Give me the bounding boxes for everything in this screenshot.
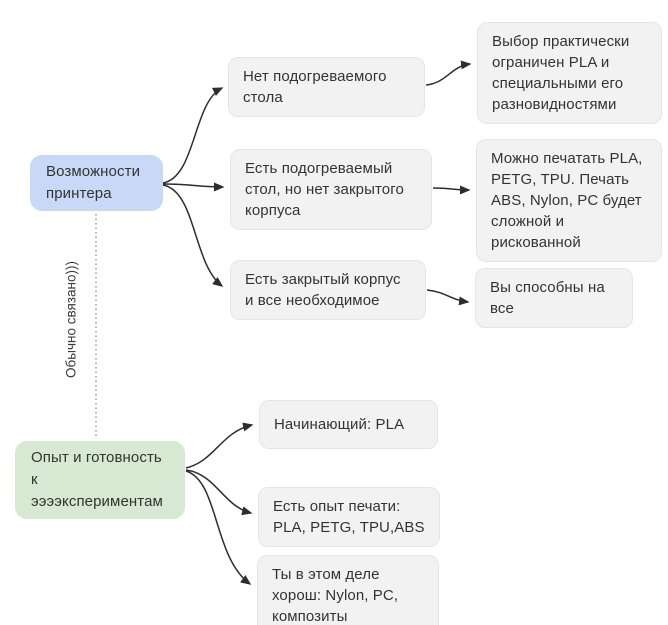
node-result-anything[interactable]: Вы способны на все — [475, 268, 633, 328]
connector-no-heated-bed-result — [425, 60, 472, 86]
connector-heated-bed-result — [432, 185, 471, 195]
node-heated-bed-no-enclosure[interactable]: Есть подогреваемый стол, но нет закрытог… — [230, 149, 432, 230]
connector-experience-intermediate — [185, 469, 253, 516]
node-printer-capabilities[interactable]: Возможности принтера — [30, 155, 163, 211]
connector-printer-enclosed — [162, 184, 224, 287]
connector-printer-no-heated-bed — [162, 87, 224, 184]
connector-experience-beginner — [185, 422, 254, 469]
node-experience-readiness[interactable]: Опыт и готовность к ээээкспериментам — [15, 441, 185, 519]
node-no-heated-bed[interactable]: Нет подогреваемого стола — [228, 57, 425, 117]
node-result-pla-petg-tpu[interactable]: Можно печатать PLA, PETG, TPU. Печать AB… — [476, 139, 662, 262]
connector-experience-advanced — [185, 470, 252, 585]
node-level-beginner[interactable]: Начинающий: PLA — [259, 400, 438, 449]
relation-label: Обычно связано))) — [63, 261, 79, 378]
connector-printer-heated-bed-no-enclosure — [162, 182, 225, 192]
node-level-advanced[interactable]: Ты в этом деле хорош: Nylon, PC, компози… — [257, 555, 439, 625]
node-result-pla-only[interactable]: Выбор практически ограничен PLA и специа… — [477, 22, 662, 124]
node-level-intermediate[interactable]: Есть опыт печати: PLA, PETG, TPU,ABS — [258, 487, 440, 547]
node-enclosed-printer[interactable]: Есть закрытый корпус и все необходимое — [230, 260, 426, 320]
connector-enclosed-result — [426, 289, 470, 306]
